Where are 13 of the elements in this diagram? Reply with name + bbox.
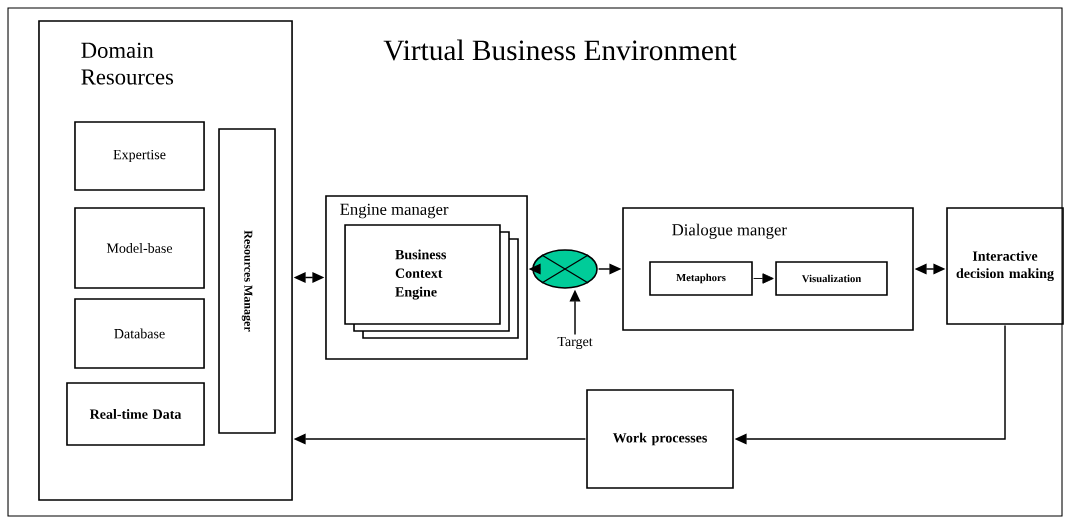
component-box: Database (74, 298, 205, 369)
junction-ellipse (532, 249, 598, 289)
stacked-boxes: Business Context Engine (344, 224, 519, 339)
process-box: Work processes (586, 389, 734, 489)
component-box: Model-base (74, 207, 205, 289)
process-box: Interactive decision making (946, 207, 1064, 325)
component-box: Expertise (74, 121, 205, 191)
component-box: Metaphors (649, 261, 753, 296)
arrow (753, 273, 774, 284)
component-box: Real-time Data (66, 382, 205, 446)
text-label: Target (557, 336, 593, 350)
component-box: Visualization (775, 261, 888, 296)
manager-bar: Resources Manager (218, 128, 276, 434)
